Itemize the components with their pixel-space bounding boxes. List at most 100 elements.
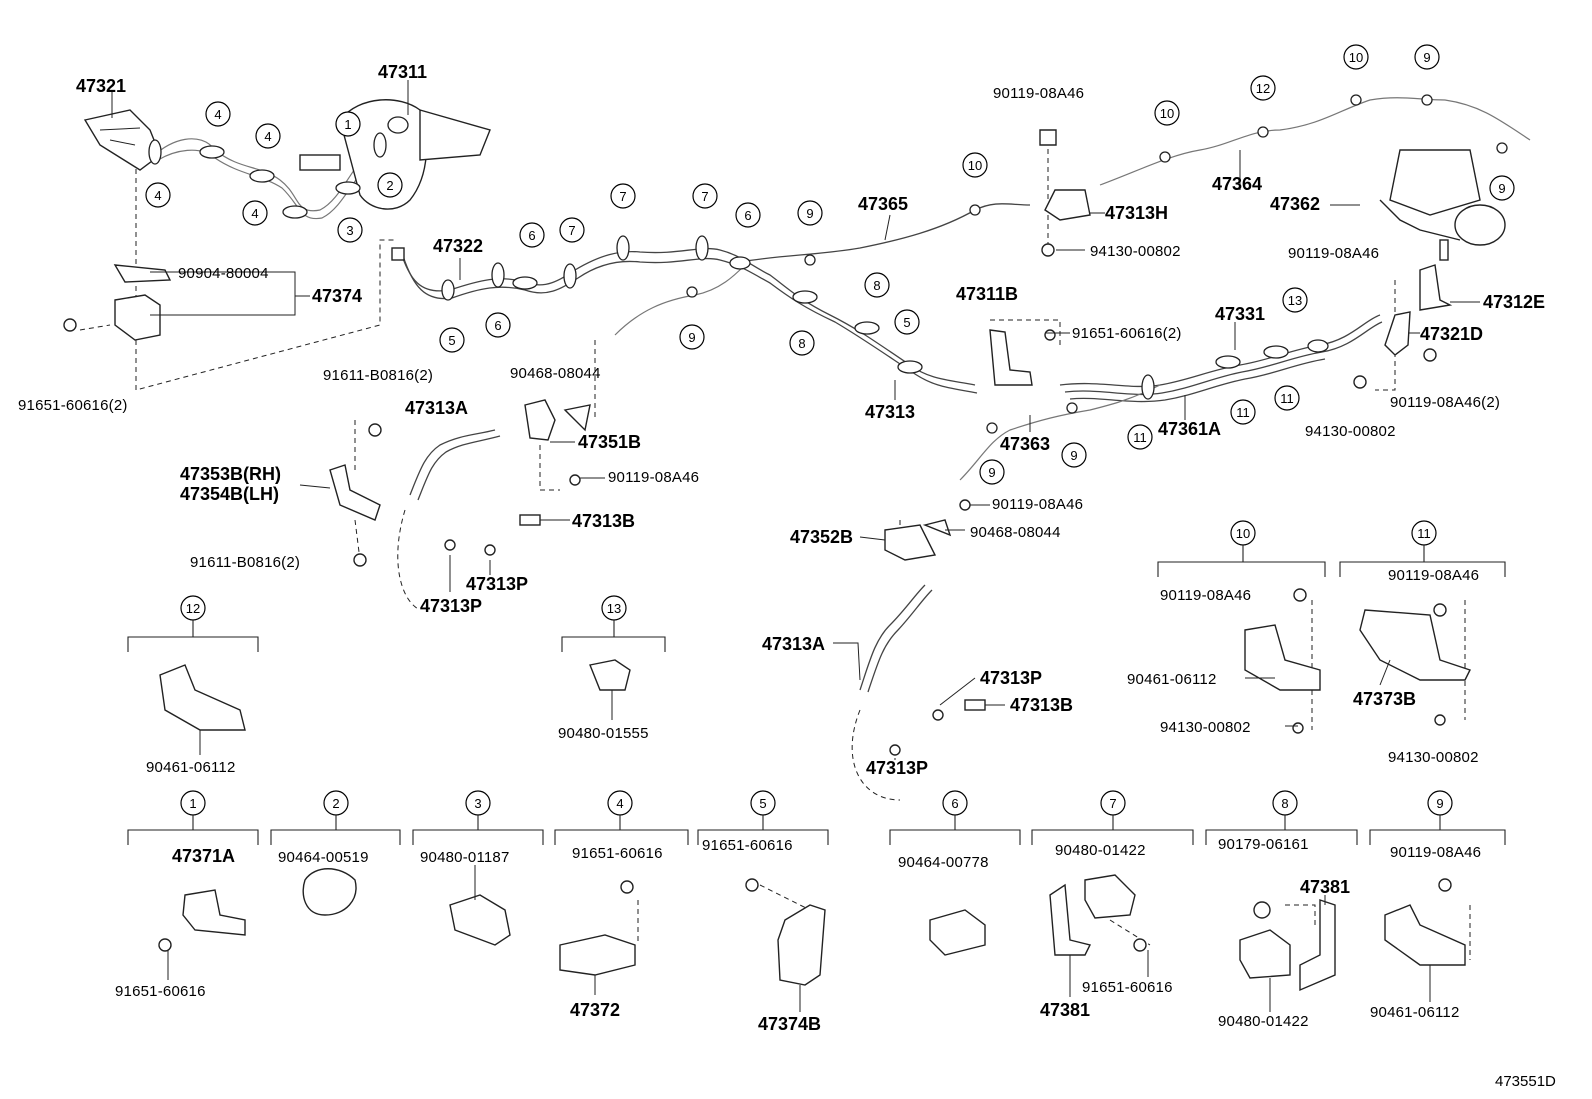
label-91611-B0816-2b: 91611-B0816(2) xyxy=(190,554,300,571)
callout-4c: 4 xyxy=(145,182,171,208)
callout-1-top: 1 xyxy=(335,111,361,137)
callout-9f: 9 xyxy=(979,459,1005,485)
label-47352B: 47352B xyxy=(790,527,853,547)
callout-10b: 10 xyxy=(1154,100,1180,126)
label-90119-08A46-2: 90119-08A46(2) xyxy=(1390,394,1500,411)
svg-text:12: 12 xyxy=(186,601,200,616)
svg-text:9: 9 xyxy=(688,330,695,345)
detail-13-header: 13 xyxy=(601,595,627,621)
svg-text:1: 1 xyxy=(344,117,351,132)
svg-text:8: 8 xyxy=(1281,796,1288,811)
label-90119-08A46-h: 90119-08A46 xyxy=(1390,844,1481,861)
callout-10c: 10 xyxy=(1343,44,1369,70)
callout-5b: 5 xyxy=(894,309,920,335)
svg-text:11: 11 xyxy=(1280,391,1294,406)
label-47313B-1: 47313B xyxy=(572,511,635,531)
svg-text:7: 7 xyxy=(1109,796,1116,811)
label-47372: 47372 xyxy=(570,1000,620,1020)
callout-8a: 8 xyxy=(789,330,815,356)
detail-2-header: 2 xyxy=(323,790,349,816)
svg-text:8: 8 xyxy=(798,336,805,351)
label-90119-08A46-top: 90119-08A46 xyxy=(993,85,1084,102)
svg-text:4: 4 xyxy=(616,796,623,811)
callout-4a: 4 xyxy=(205,101,231,127)
svg-text:4: 4 xyxy=(154,188,161,203)
abs-actuator-47362-shape xyxy=(1389,149,1481,216)
label-91651-60616-c: 91651-60616 xyxy=(115,983,206,1000)
callout-9c: 9 xyxy=(1414,44,1440,70)
svg-text:10: 10 xyxy=(968,158,982,173)
label-47311: 47311 xyxy=(378,62,427,82)
label-90119-08A46-b: 90119-08A46 xyxy=(1288,245,1379,262)
callout-9d: 9 xyxy=(1489,175,1515,201)
detail-1-header: 1 xyxy=(180,790,206,816)
svg-text:4: 4 xyxy=(214,107,221,122)
label-leaders xyxy=(111,80,1480,1012)
label-47331: 47331 xyxy=(1215,304,1265,324)
diagram-id: 473551D xyxy=(1495,1073,1556,1090)
label-94130-00802-c: 94130-00802 xyxy=(1160,719,1251,736)
callout-4d: 4 xyxy=(242,200,268,226)
svg-text:6: 6 xyxy=(744,208,751,223)
svg-text:7: 7 xyxy=(568,223,575,238)
detail-5-header: 5 xyxy=(750,790,776,816)
detail-12-header: 12 xyxy=(180,595,206,621)
label-47313P-3: 47313P xyxy=(980,668,1042,688)
svg-text:4: 4 xyxy=(264,129,271,144)
svg-text:9: 9 xyxy=(1436,796,1443,811)
svg-text:13: 13 xyxy=(1288,293,1302,308)
detail-10-header: 10 xyxy=(1230,520,1256,546)
label-47354B-LH: 47354B(LH) xyxy=(180,484,279,504)
svg-text:9: 9 xyxy=(988,465,995,480)
label-91651-60616-e: 91651-60616 xyxy=(702,837,793,854)
label-90461-06112-c: 90461-06112 xyxy=(1370,1004,1460,1021)
label-47381-b: 47381 xyxy=(1300,877,1350,897)
detail-3-header: 3 xyxy=(465,790,491,816)
svg-text:5: 5 xyxy=(759,796,766,811)
label-47313B-2: 47313B xyxy=(1010,695,1073,715)
label-91651-60616-f: 91651-60616 xyxy=(1082,979,1173,996)
label-90119-08A46-e: 90119-08A46 xyxy=(992,496,1083,513)
label-47313A-1: 47313A xyxy=(405,398,468,418)
part-labels: 47321 47311 90904-80004 47374 91651-6061… xyxy=(18,62,1556,1090)
callout-9b: 9 xyxy=(679,324,705,350)
label-47321D: 47321D xyxy=(1420,324,1483,344)
label-47312E: 47312E xyxy=(1483,292,1545,312)
svg-text:11: 11 xyxy=(1133,430,1147,445)
svg-text:7: 7 xyxy=(619,189,626,204)
svg-text:9: 9 xyxy=(1070,448,1077,463)
label-90119-08A46-d: 90119-08A46 xyxy=(608,469,699,486)
label-90904-80004: 90904-80004 xyxy=(178,265,269,282)
label-47313H: 47313H xyxy=(1105,203,1168,223)
detail-7-header: 7 xyxy=(1100,790,1126,816)
detail-4-header: 4 xyxy=(607,790,633,816)
callout-9a: 9 xyxy=(797,200,823,226)
svg-text:4: 4 xyxy=(251,206,258,221)
svg-text:6: 6 xyxy=(494,318,501,333)
label-47351B: 47351B xyxy=(578,432,641,452)
label-90480-01422-c: 90480-01422 xyxy=(1055,842,1146,859)
label-90119-08A46-g: 90119-08A46 xyxy=(1388,567,1479,584)
svg-text:7: 7 xyxy=(701,189,708,204)
label-91651-60616-2a: 91651-60616(2) xyxy=(18,397,128,414)
callout-5a: 5 xyxy=(439,327,465,353)
callout-8b: 8 xyxy=(864,272,890,298)
detail-6-header: 6 xyxy=(942,790,968,816)
callout-6a: 6 xyxy=(485,312,511,338)
label-91611-B0816-2a: 91611-B0816(2) xyxy=(323,367,433,384)
components xyxy=(63,99,1506,992)
callout-7b: 7 xyxy=(610,183,636,209)
label-94130-00802-b: 94130-00802 xyxy=(1305,423,1396,440)
label-90464-00519: 90464-00519 xyxy=(278,849,369,866)
detail-brackets xyxy=(127,545,1506,845)
callout-13a: 13 xyxy=(1282,287,1308,313)
callout-11c: 11 xyxy=(1127,424,1153,450)
svg-text:3: 3 xyxy=(474,796,481,811)
brake-pipes xyxy=(154,97,1531,693)
svg-text:10: 10 xyxy=(1160,106,1174,121)
label-90480-01555: 90480-01555 xyxy=(558,725,649,742)
callout-11b: 11 xyxy=(1274,385,1300,411)
label-47363: 47363 xyxy=(1000,434,1050,454)
svg-text:11: 11 xyxy=(1236,405,1250,420)
